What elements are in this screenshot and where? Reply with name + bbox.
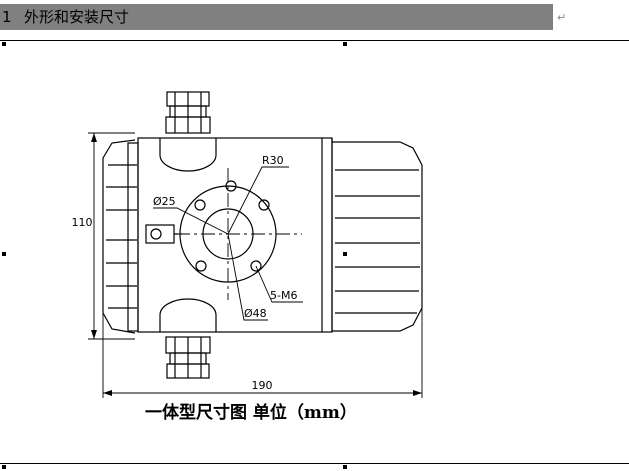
corner-mark <box>2 465 6 469</box>
dimension-lines <box>88 132 423 398</box>
inner-diameter-dimension: Ø25 <box>153 195 176 208</box>
section-heading: 1 外形和安装尺寸 <box>0 4 553 30</box>
corner-mark <box>2 252 6 256</box>
bolt-dimension: 5-M6 <box>270 289 297 302</box>
left-end-cap <box>102 139 139 334</box>
dimension-arrows <box>91 133 422 396</box>
bottom-cable-gland <box>159 298 217 379</box>
corner-mark <box>343 252 347 256</box>
housing-body <box>137 137 333 333</box>
section-number: 1 <box>2 8 12 26</box>
bottom-rule <box>0 463 629 464</box>
width-dimension: 190 <box>252 379 273 392</box>
corner-mark <box>343 42 347 46</box>
top-rule <box>0 40 629 41</box>
outer-diameter-dimension: Ø48 <box>244 307 267 320</box>
corner-mark <box>2 42 6 46</box>
radius-dimension: R30 <box>262 154 284 167</box>
leader-lines <box>153 166 303 321</box>
height-dimension: 110 <box>72 216 93 229</box>
paragraph-mark-icon: ↵ <box>557 11 567 24</box>
top-cable-gland <box>159 91 217 172</box>
section-title: 外形和安装尺寸 <box>24 8 130 26</box>
center-lines <box>176 168 302 300</box>
right-end-cap <box>332 141 423 332</box>
corner-mark <box>343 465 347 469</box>
figure-caption: 一体型尺寸图 单位（mm） <box>145 403 357 423</box>
